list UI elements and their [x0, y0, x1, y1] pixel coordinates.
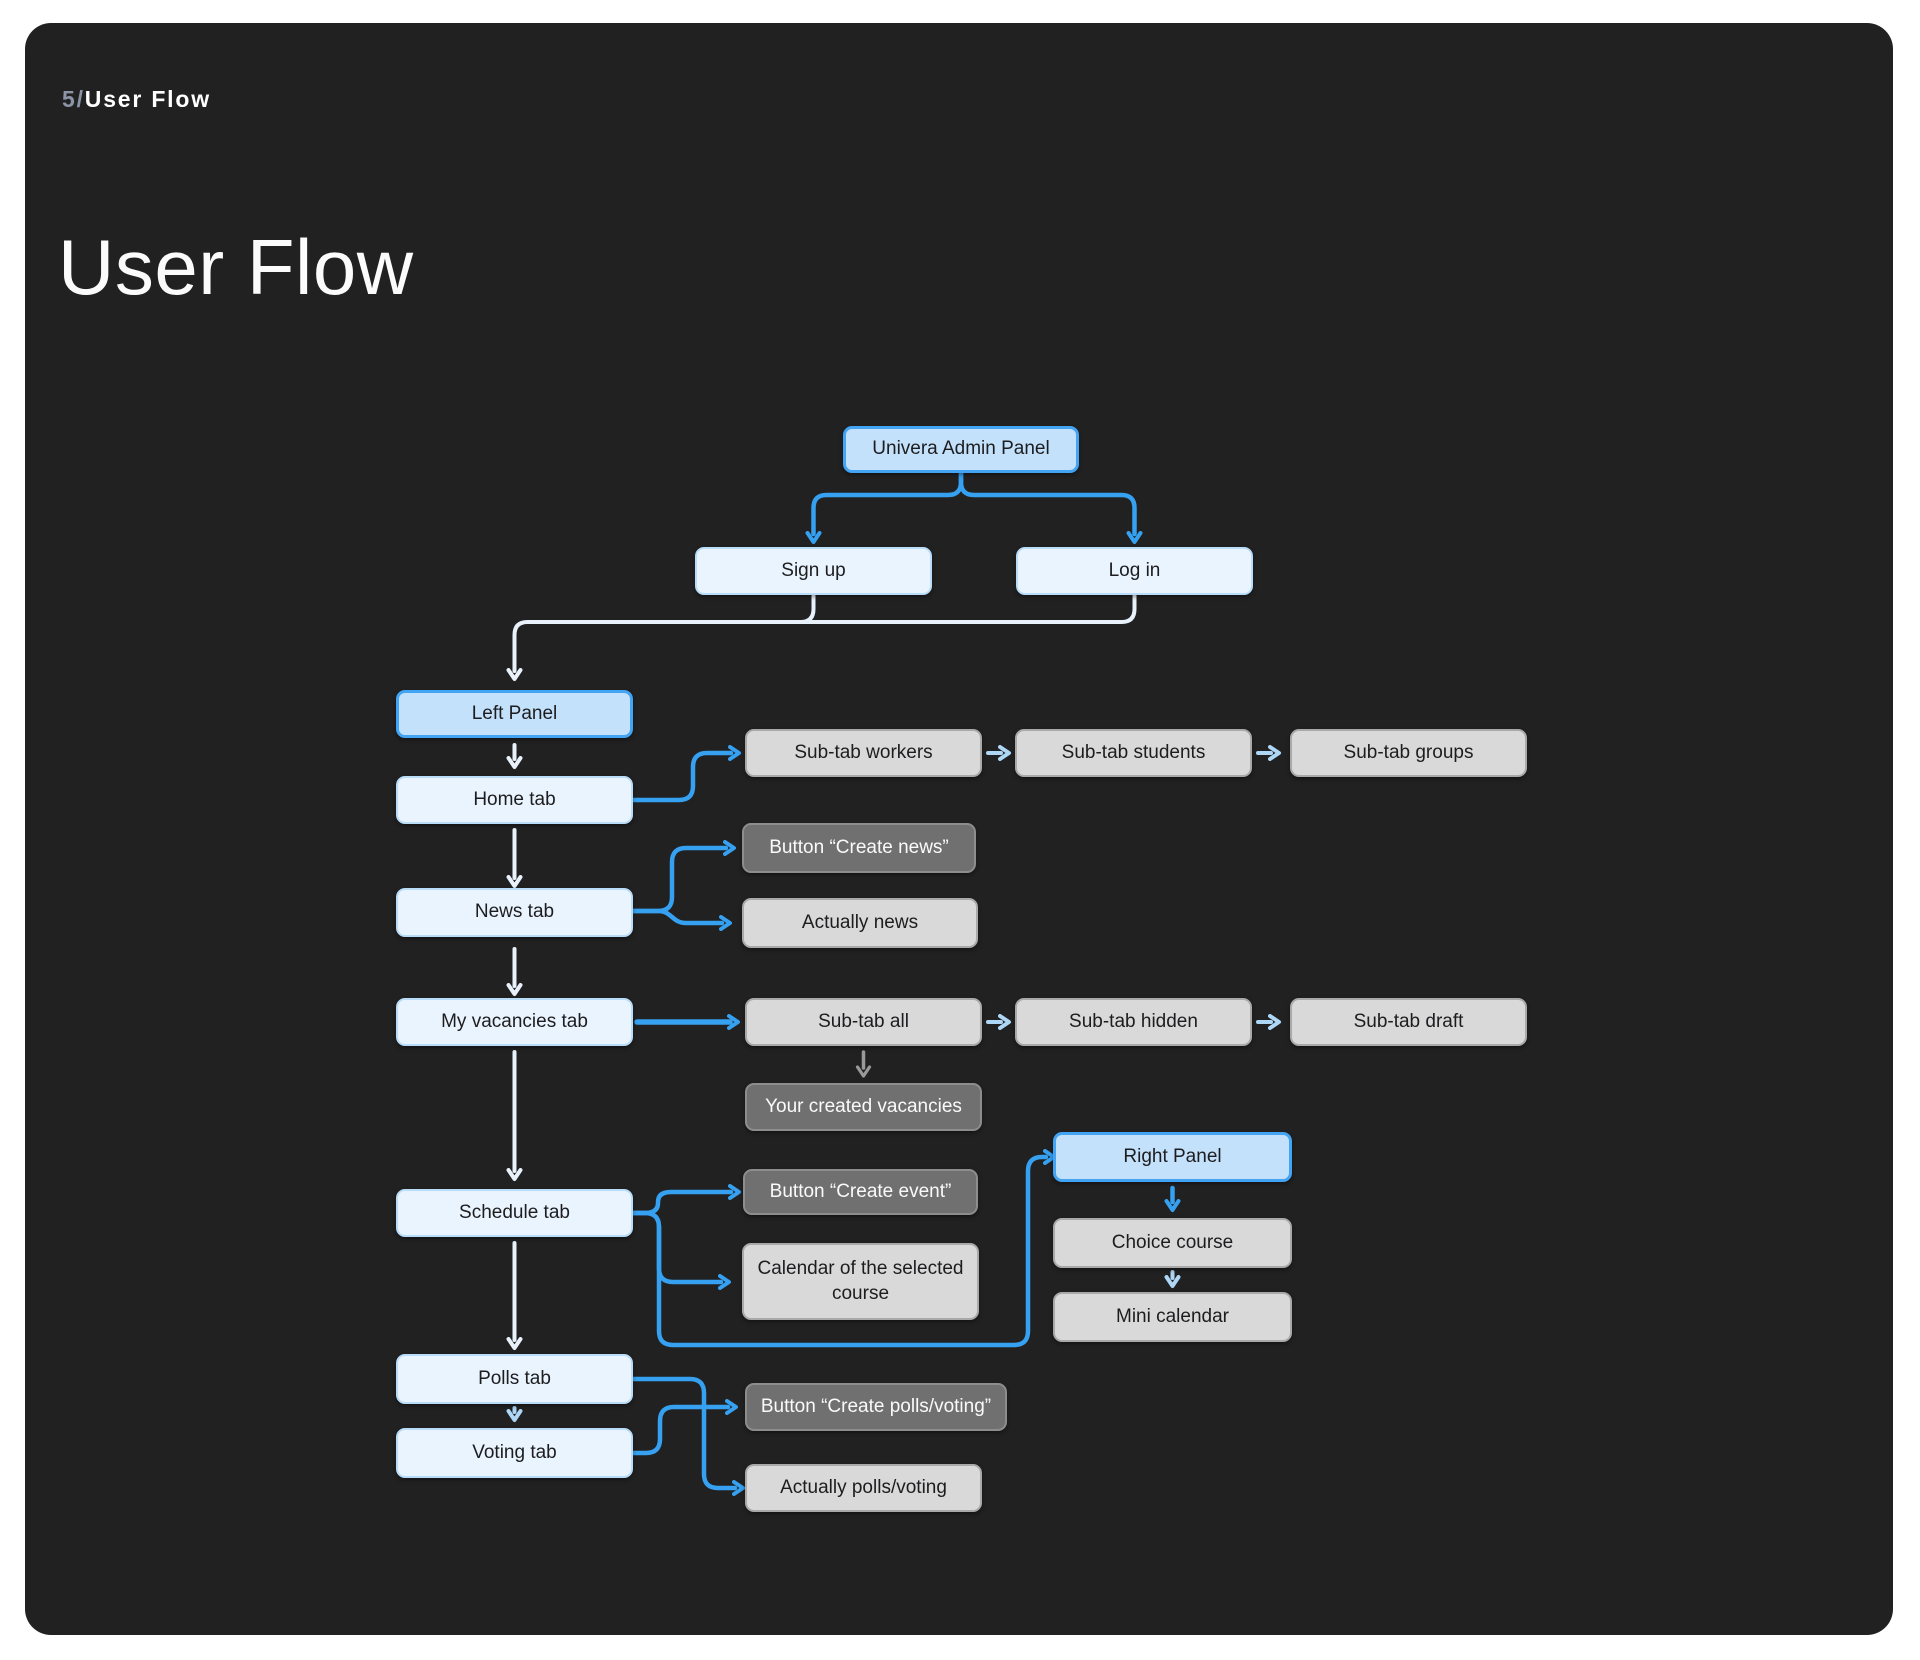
node-button-create-event: Button “Create event” — [743, 1169, 978, 1215]
page-title: User Flow — [58, 223, 414, 311]
node-subtab-all: Sub-tab all — [745, 998, 982, 1046]
edge-univera-login — [958, 471, 1143, 544]
node-actually-news: Actually news — [742, 898, 978, 948]
node-subtab-draft: Sub-tab draft — [1290, 998, 1527, 1046]
edge-univera-signup — [805, 471, 964, 544]
edge-polls-actually-polls — [630, 1376, 745, 1496]
node-button-create-polls-voting: Button “Create polls/voting” — [745, 1383, 1007, 1431]
section-eyebrow: 5/User Flow — [62, 86, 211, 113]
edge-newstab-actually-news — [630, 908, 732, 931]
node-button-create-news: Button “Create news” — [742, 823, 976, 873]
node-subtab-students: Sub-tab students — [1015, 729, 1252, 777]
node-univera-admin-panel: Univera Admin Panel — [843, 426, 1079, 473]
node-choice-course: Choice course — [1053, 1218, 1292, 1268]
node-calendar-of-selected-course: Calendar of the selected course — [742, 1243, 979, 1320]
section-label: User Flow — [84, 86, 211, 112]
section-number: 5/ — [62, 86, 85, 112]
edge-newstab-create-news — [630, 840, 736, 914]
node-subtab-groups: Sub-tab groups — [1290, 729, 1527, 777]
node-my-vacancies-tab: My vacancies tab — [396, 998, 633, 1046]
node-right-panel: Right Panel — [1053, 1132, 1292, 1182]
node-schedule-tab: Schedule tab — [396, 1189, 633, 1237]
edge-hometab-subtab-workers — [630, 745, 741, 803]
node-news-tab: News tab — [396, 888, 633, 937]
edge-schedule-create-event — [630, 1184, 741, 1216]
edge-login-leftpanel — [506, 594, 1137, 681]
node-sign-up: Sign up — [695, 547, 932, 595]
node-actually-polls-voting: Actually polls/voting — [745, 1464, 982, 1512]
node-your-created-vacancies: Your created vacancies — [745, 1083, 982, 1131]
edge-schedule-calendar — [630, 1210, 731, 1290]
node-home-tab: Home tab — [396, 776, 633, 824]
node-voting-tab: Voting tab — [396, 1428, 633, 1478]
node-subtab-hidden: Sub-tab hidden — [1015, 998, 1252, 1046]
edge-signup-merge — [798, 594, 816, 624]
node-polls-tab: Polls tab — [396, 1354, 633, 1404]
node-subtab-workers: Sub-tab workers — [745, 729, 982, 777]
edge-voting-create-polls — [630, 1399, 738, 1456]
node-log-in: Log in — [1016, 547, 1253, 595]
node-left-panel: Left Panel — [396, 690, 633, 738]
node-mini-calendar: Mini calendar — [1053, 1292, 1292, 1342]
